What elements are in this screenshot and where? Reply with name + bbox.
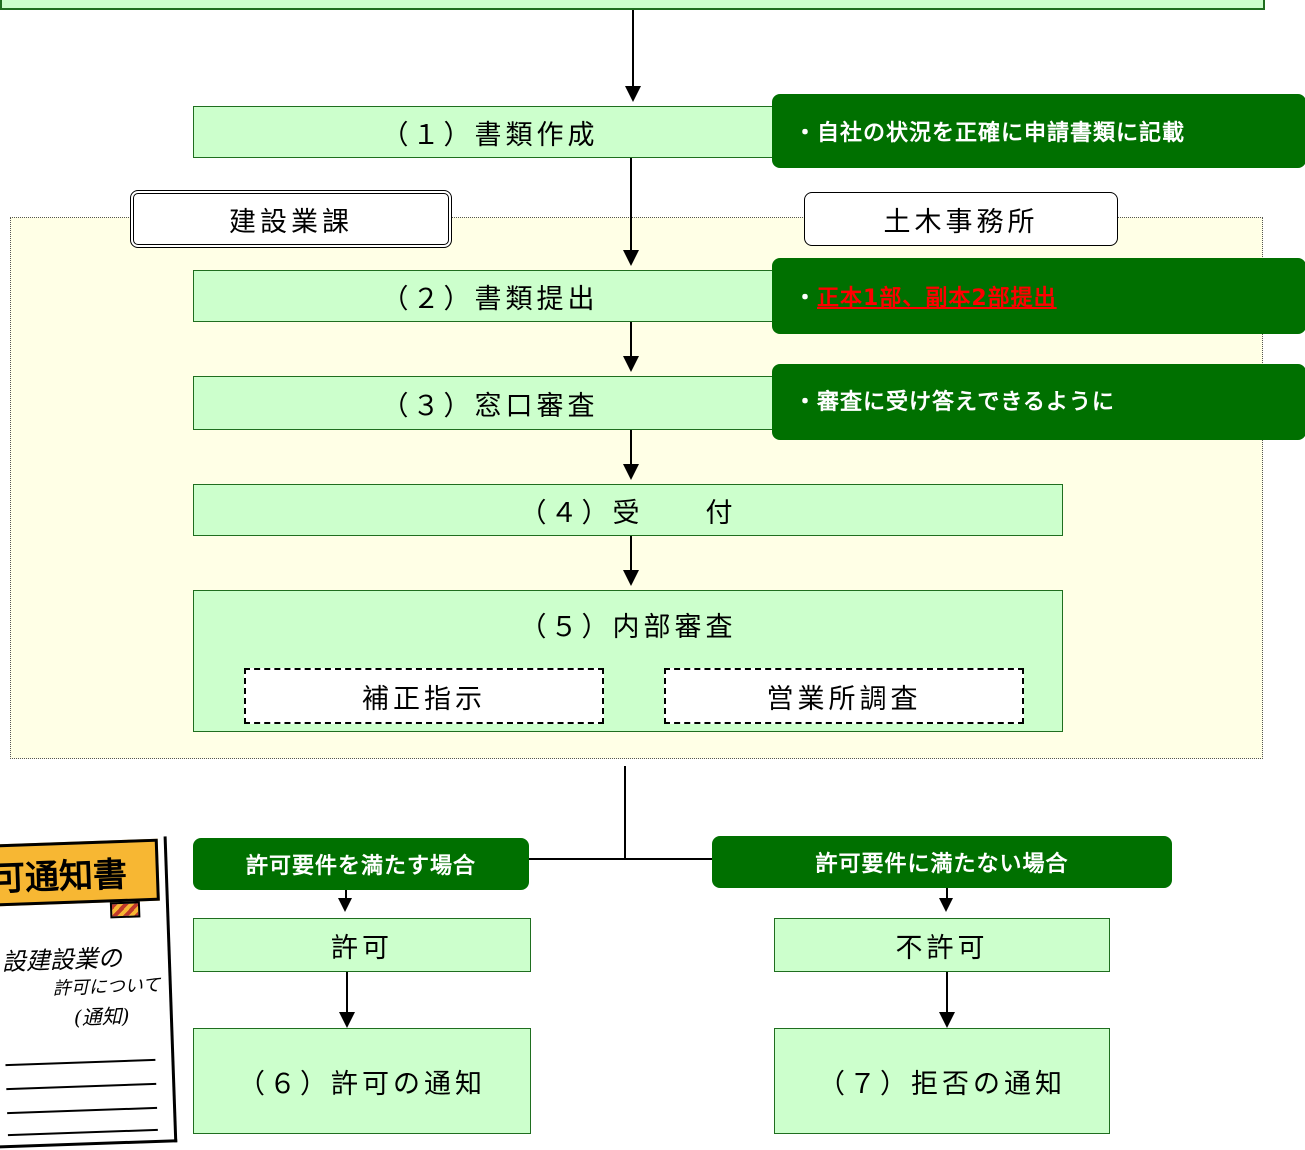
condition-meets-label: 許可要件を満たす場合 [245, 854, 476, 879]
condition-meets: 許可要件を満たす場合 [193, 838, 529, 890]
note-3: ・審査に受け答えできるように [772, 364, 1305, 440]
step-1-label: （１）書類作成 [381, 119, 599, 151]
arrowhead [623, 570, 639, 586]
step-2-submit-documents: （２）書類提出 [193, 270, 787, 322]
department-label-right: 土木事務所 [804, 192, 1118, 246]
correction-instruction-label: 補正指示 [362, 683, 486, 715]
notice-document-rule [6, 1082, 157, 1091]
arrowhead [625, 86, 641, 102]
branch-line-left [528, 858, 626, 860]
deny-label: 不許可 [895, 932, 989, 964]
department-label-left: 建設業課 [130, 190, 452, 248]
connector-line [946, 888, 948, 898]
correction-instruction-box: 補正指示 [244, 668, 604, 724]
note-2-bullet: ・ [794, 286, 818, 311]
notice-document-line-2: 許可について [52, 971, 160, 1001]
step-4-label: （４）受 付 [519, 497, 737, 529]
note-1-text: ・自社の状況を正確に申請書類に記載 [794, 121, 1186, 146]
step-4-reception: （４）受 付 [193, 484, 1063, 536]
step-6-label: （６）許可の通知 [238, 1068, 486, 1100]
arrowhead [338, 898, 352, 912]
arrowhead [939, 898, 953, 912]
step-6-permit-notice: （６）許可の通知 [193, 1028, 531, 1134]
step-5-label: （５）内部審査 [519, 612, 737, 643]
arrowhead [623, 356, 639, 372]
permit-box: 許可 [193, 918, 531, 972]
step-1-create-documents: （１）書類作成 [193, 106, 787, 158]
notice-document-stripe [109, 901, 141, 919]
notice-document-rule [7, 1106, 158, 1115]
connector-line [630, 536, 632, 570]
notice-document-line-1: 設建設業の [1, 938, 122, 977]
department-right-text: 土木事務所 [883, 206, 1039, 238]
arrowhead [339, 1012, 355, 1028]
note-3-text: ・審査に受け答えできるように [794, 390, 1115, 415]
condition-fails-label: 許可要件に満たない場合 [815, 852, 1069, 877]
department-left-text: 建設業課 [229, 206, 353, 238]
connector-line [346, 972, 348, 1012]
step-2-label: （２）書類提出 [381, 283, 599, 315]
connector-line [345, 890, 347, 898]
arrowhead [939, 1012, 955, 1028]
step-7-rejection-notice: （７）拒否の通知 [774, 1028, 1110, 1134]
notice-document-rule [5, 1058, 156, 1067]
office-survey-label: 営業所調査 [766, 683, 922, 715]
notice-document-title: 可通知書 [0, 854, 128, 900]
connector-line [630, 430, 632, 464]
connector-line [630, 322, 632, 356]
connector-line [624, 766, 626, 858]
note-2-text: 正本1部、副本2部提出 [817, 286, 1057, 311]
note-1: ・自社の状況を正確に申請書類に記載 [772, 94, 1305, 168]
condition-fails: 許可要件に満たない場合 [712, 836, 1172, 888]
connector-line [632, 10, 634, 86]
note-2: ・ 正本1部、副本2部提出 [772, 258, 1305, 334]
step-3-counter-review: （３）窓口審査 [193, 376, 787, 430]
notice-document-line-3: (通知) [73, 1000, 130, 1031]
step-3-label: （３）窓口審査 [381, 390, 599, 422]
notice-line-3-text: (通知) [73, 1003, 130, 1030]
notice-line-2-text: 許可について [52, 974, 161, 1000]
notice-line-1-text: 設建設業の [1, 944, 123, 977]
permit-label: 許可 [331, 932, 393, 964]
arrowhead [623, 250, 639, 266]
connector-line [946, 972, 948, 1012]
branch-line-right [624, 858, 716, 860]
notice-document-rule [7, 1128, 158, 1137]
deny-box: 不許可 [774, 918, 1110, 972]
notice-document-illustration: 可通知書 設建設業の 許可について (通知) [0, 836, 178, 1150]
office-survey-box: 営業所調査 [664, 668, 1024, 724]
top-box [0, 0, 1265, 10]
notice-document-title-band: 可通知書 [0, 838, 160, 908]
connector-line [630, 158, 632, 250]
step-7-label: （７）拒否の通知 [818, 1068, 1066, 1100]
arrowhead [623, 464, 639, 480]
